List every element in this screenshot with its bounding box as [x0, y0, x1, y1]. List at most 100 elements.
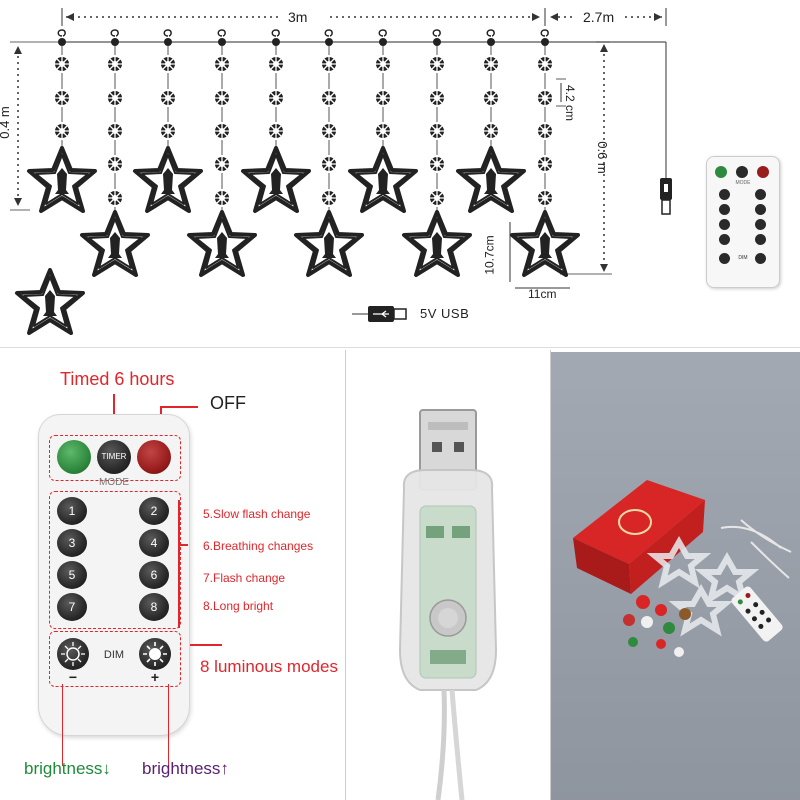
hook-icon	[540, 29, 550, 47]
off-callout-line	[160, 406, 198, 408]
brightness-down-label: brightness↓	[24, 759, 111, 778]
thumb-mode-button-3[interactable]	[719, 204, 730, 215]
hook-icon	[378, 29, 388, 47]
snowflake-bead-icon	[319, 121, 339, 141]
snowflake-bead-icon	[319, 154, 339, 174]
thumb-off-button[interactable]	[757, 166, 769, 178]
star-ornament-icon	[348, 146, 418, 213]
mode-label: MODE	[99, 477, 129, 488]
snowflake-bead-icon	[427, 188, 447, 208]
snowflake-bead-icon	[158, 54, 178, 74]
snowflake-bead-icon	[535, 88, 555, 108]
mode-button-5[interactable]: 5	[57, 561, 87, 589]
snowflake-bead-icon	[266, 54, 286, 74]
star-ornament-icon	[241, 146, 311, 213]
thumb-mode-button-4[interactable]	[755, 204, 766, 215]
brightness-up-button[interactable]	[139, 638, 171, 670]
star-ornament-icon	[294, 210, 364, 277]
package-contents-photo	[551, 352, 800, 800]
snowflake-bead-icon	[212, 121, 232, 141]
snowflake-bead-icon	[158, 121, 178, 141]
power-on-button[interactable]	[57, 440, 91, 474]
minus-label: −	[68, 669, 78, 685]
snowflake-bead-icon	[535, 54, 555, 74]
package-contents-drawing	[573, 480, 792, 657]
mode-button-6[interactable]: 6	[139, 561, 169, 589]
star-height-label: 10.7cm	[482, 235, 497, 275]
mode-button-label: 4	[150, 536, 158, 550]
thumb-mode-label: MODE	[735, 180, 751, 186]
snowflake-bead-icon	[52, 121, 72, 141]
brightness-down-button[interactable]	[57, 638, 89, 670]
curtain-light-diagram: 3m 2.7m 0.4 m 0.6 m 4.2 cm 10.7cm 11cm 5…	[0, 0, 800, 345]
thumb-mode-button-2[interactable]	[755, 189, 766, 200]
off-callout: OFF	[210, 393, 246, 413]
thumb-power-on-button[interactable]	[715, 166, 727, 178]
snowflake-bead-icon	[158, 88, 178, 108]
snowflake-bead-icon	[105, 121, 125, 141]
mode-button-label: 1	[68, 504, 76, 518]
thumb-dim-down-button[interactable]	[719, 253, 730, 264]
mode-7-label: 7.Flash change	[203, 571, 286, 585]
mode-button-3[interactable]: 3	[57, 529, 87, 557]
star-ornament-icon	[187, 210, 257, 277]
mode-button-label: 8	[150, 600, 158, 614]
mode-button-label: 7	[68, 600, 76, 614]
hook-icon	[217, 29, 227, 47]
snowflake-bead-icon	[319, 88, 339, 108]
snowflake-bead-icon	[481, 88, 501, 108]
diagram-drawing	[10, 8, 672, 335]
timer-callout: Timed 6 hours	[60, 369, 175, 389]
mode-button-2[interactable]: 2	[139, 497, 169, 525]
thumb-mode-button-8[interactable]	[755, 234, 766, 245]
mode-button-8[interactable]: 8	[139, 593, 169, 621]
star-ornament-icon	[15, 268, 85, 335]
remote-panel: Timed 6 hours OFF TIMER MODE DIM − + 1 2 3…	[0, 350, 345, 800]
hook-icon	[57, 29, 67, 47]
timer-button[interactable]: TIMER	[97, 440, 131, 474]
star-ornament-icon	[456, 146, 526, 213]
hook-icon	[486, 29, 496, 47]
mode-button-label: 5	[68, 568, 76, 582]
snowflake-bead-icon	[105, 154, 125, 174]
off-button[interactable]	[137, 440, 171, 474]
thumb-dim-up-button[interactable]	[755, 253, 766, 264]
mode-button-1[interactable]: 1	[57, 497, 87, 525]
mode-button-4[interactable]: 4	[139, 529, 169, 557]
mode-button-7[interactable]: 7	[57, 593, 87, 621]
snowflake-bead-icon	[427, 121, 447, 141]
plus-label: +	[150, 669, 160, 685]
snowflake-bead-icon	[52, 54, 72, 74]
snowflake-bead-icon	[373, 54, 393, 74]
thumb-mode-button-1[interactable]	[719, 189, 730, 200]
width-dimension-label: 3m	[288, 9, 308, 25]
snowflake-bead-icon	[373, 88, 393, 108]
star-ornament-icon	[133, 146, 203, 213]
sun-dim-icon	[61, 642, 85, 666]
snowflake-bead-icon	[427, 154, 447, 174]
hook-icon	[324, 29, 334, 47]
usb-power-label: 5V USB	[420, 306, 470, 321]
luminous-modes-line	[190, 644, 222, 646]
snowflake-bead-icon	[481, 54, 501, 74]
thumb-mode-button-7[interactable]	[719, 234, 730, 245]
luminous-modes-callout: 8 luminous modes	[200, 657, 338, 676]
snowflake-bead-icon	[535, 188, 555, 208]
thumb-mode-button-6[interactable]	[755, 219, 766, 230]
star-ornament-icon	[80, 210, 150, 277]
snowflake-bead-icon	[427, 88, 447, 108]
snowflake-bead-icon	[535, 121, 555, 141]
number-buttons-group	[49, 491, 181, 629]
usb-controller-photo	[398, 409, 498, 800]
dim-label: DIM	[103, 649, 125, 661]
mode-8-label: 8.Long bright	[203, 599, 274, 613]
snowflake-bead-icon	[212, 88, 232, 108]
thumb-timer-button[interactable]	[736, 166, 748, 178]
mode-6-label: 6.Breathing changes	[203, 539, 314, 553]
brightness-down-line	[62, 684, 63, 766]
thumb-mode-button-5[interactable]	[719, 219, 730, 230]
snowflake-bead-icon	[105, 54, 125, 74]
snowflake-bead-icon	[373, 121, 393, 141]
top-buttons-group	[49, 435, 181, 481]
snowflake-bead-icon	[319, 188, 339, 208]
